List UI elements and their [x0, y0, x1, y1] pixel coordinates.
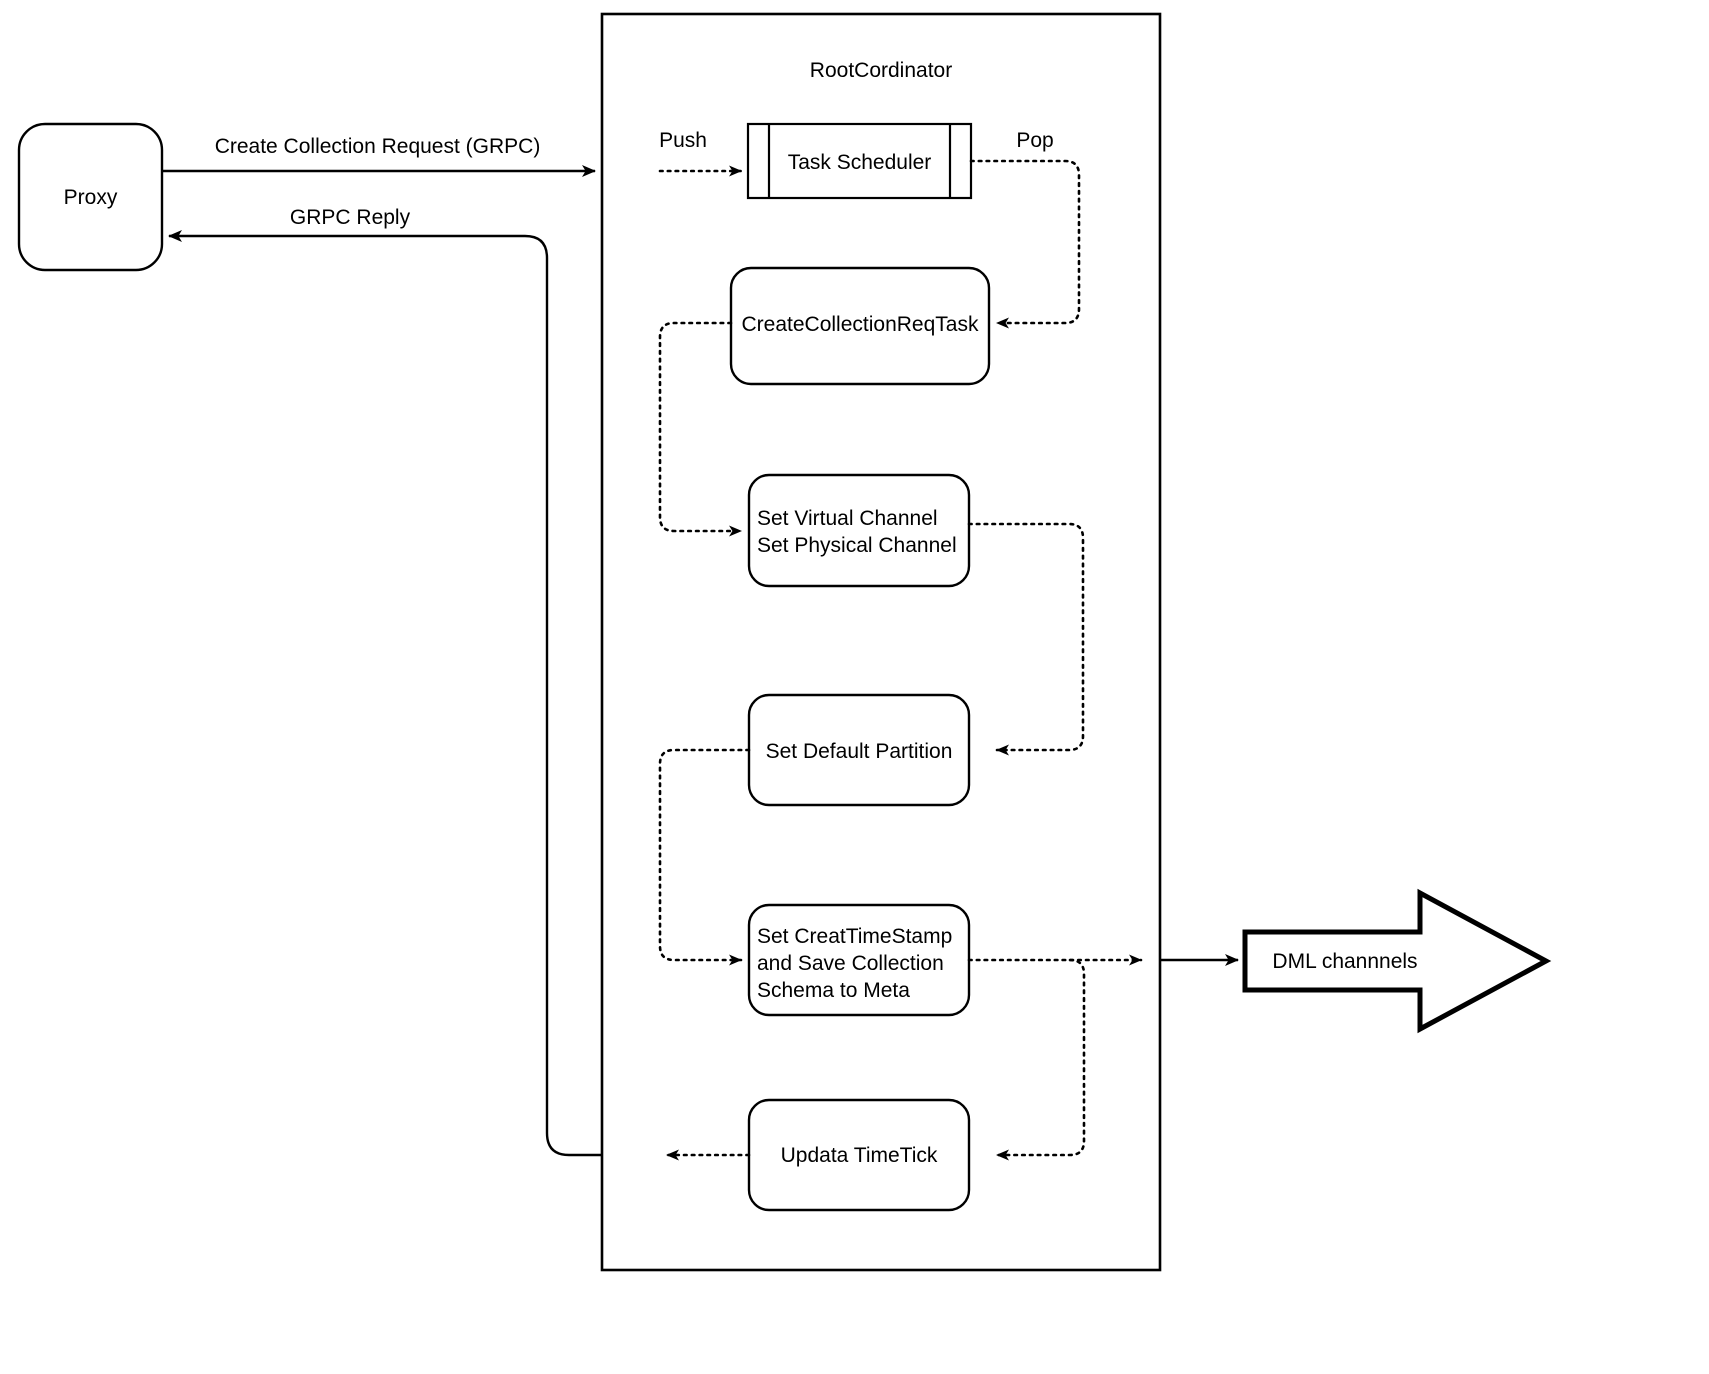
create-collection-req-task-label: CreateCollectionReqTask	[741, 313, 979, 336]
dml-channnels-label: DML channnels	[1272, 950, 1418, 973]
set-default-partition-label: Set Default Partition	[765, 740, 953, 763]
rootcordinator-label: RootCordinator	[809, 59, 953, 82]
set-channels-label-line2: Set Physical Channel	[757, 534, 957, 557]
dml-channnels-node[interactable]	[1242, 888, 1552, 1034]
edge-label-push: Push	[659, 129, 707, 152]
set-channels-node[interactable]	[747, 473, 971, 588]
create-collection-req-task-node[interactable]	[729, 266, 991, 386]
edge-partition-to-timestamp	[658, 748, 751, 966]
set-timestamp-label-line1: Set CreatTimeStamp	[757, 925, 953, 948]
set-channels-label-line1: Set Virtual Channel	[757, 507, 938, 530]
edge-label-create-collection-request: Create Collection Request (GRPC)	[214, 135, 541, 158]
edge-task-to-channels	[658, 321, 743, 537]
edge-timestamp-to-timetick	[995, 958, 1086, 1161]
updata-timetick-label: Updata TimeTick	[780, 1144, 938, 1167]
edge-grpc-reply	[168, 230, 602, 1157]
edge-channels-to-partition	[967, 522, 1085, 756]
edge-label-pop: Pop	[1016, 129, 1054, 152]
edge-label-grpc-reply: GRPC Reply	[289, 206, 411, 229]
edge-pop	[969, 159, 1081, 329]
set-timestamp-label-line3: Schema to Meta	[757, 979, 910, 1002]
task-scheduler-node[interactable]	[746, 122, 973, 200]
set-timestamp-label-line2: and Save Collection	[757, 952, 944, 975]
proxy-label: Proxy	[63, 186, 118, 209]
proxy-node[interactable]	[17, 122, 164, 272]
rootcordinator-container	[600, 12, 1162, 1272]
task-scheduler-label: Task Scheduler	[787, 151, 932, 174]
